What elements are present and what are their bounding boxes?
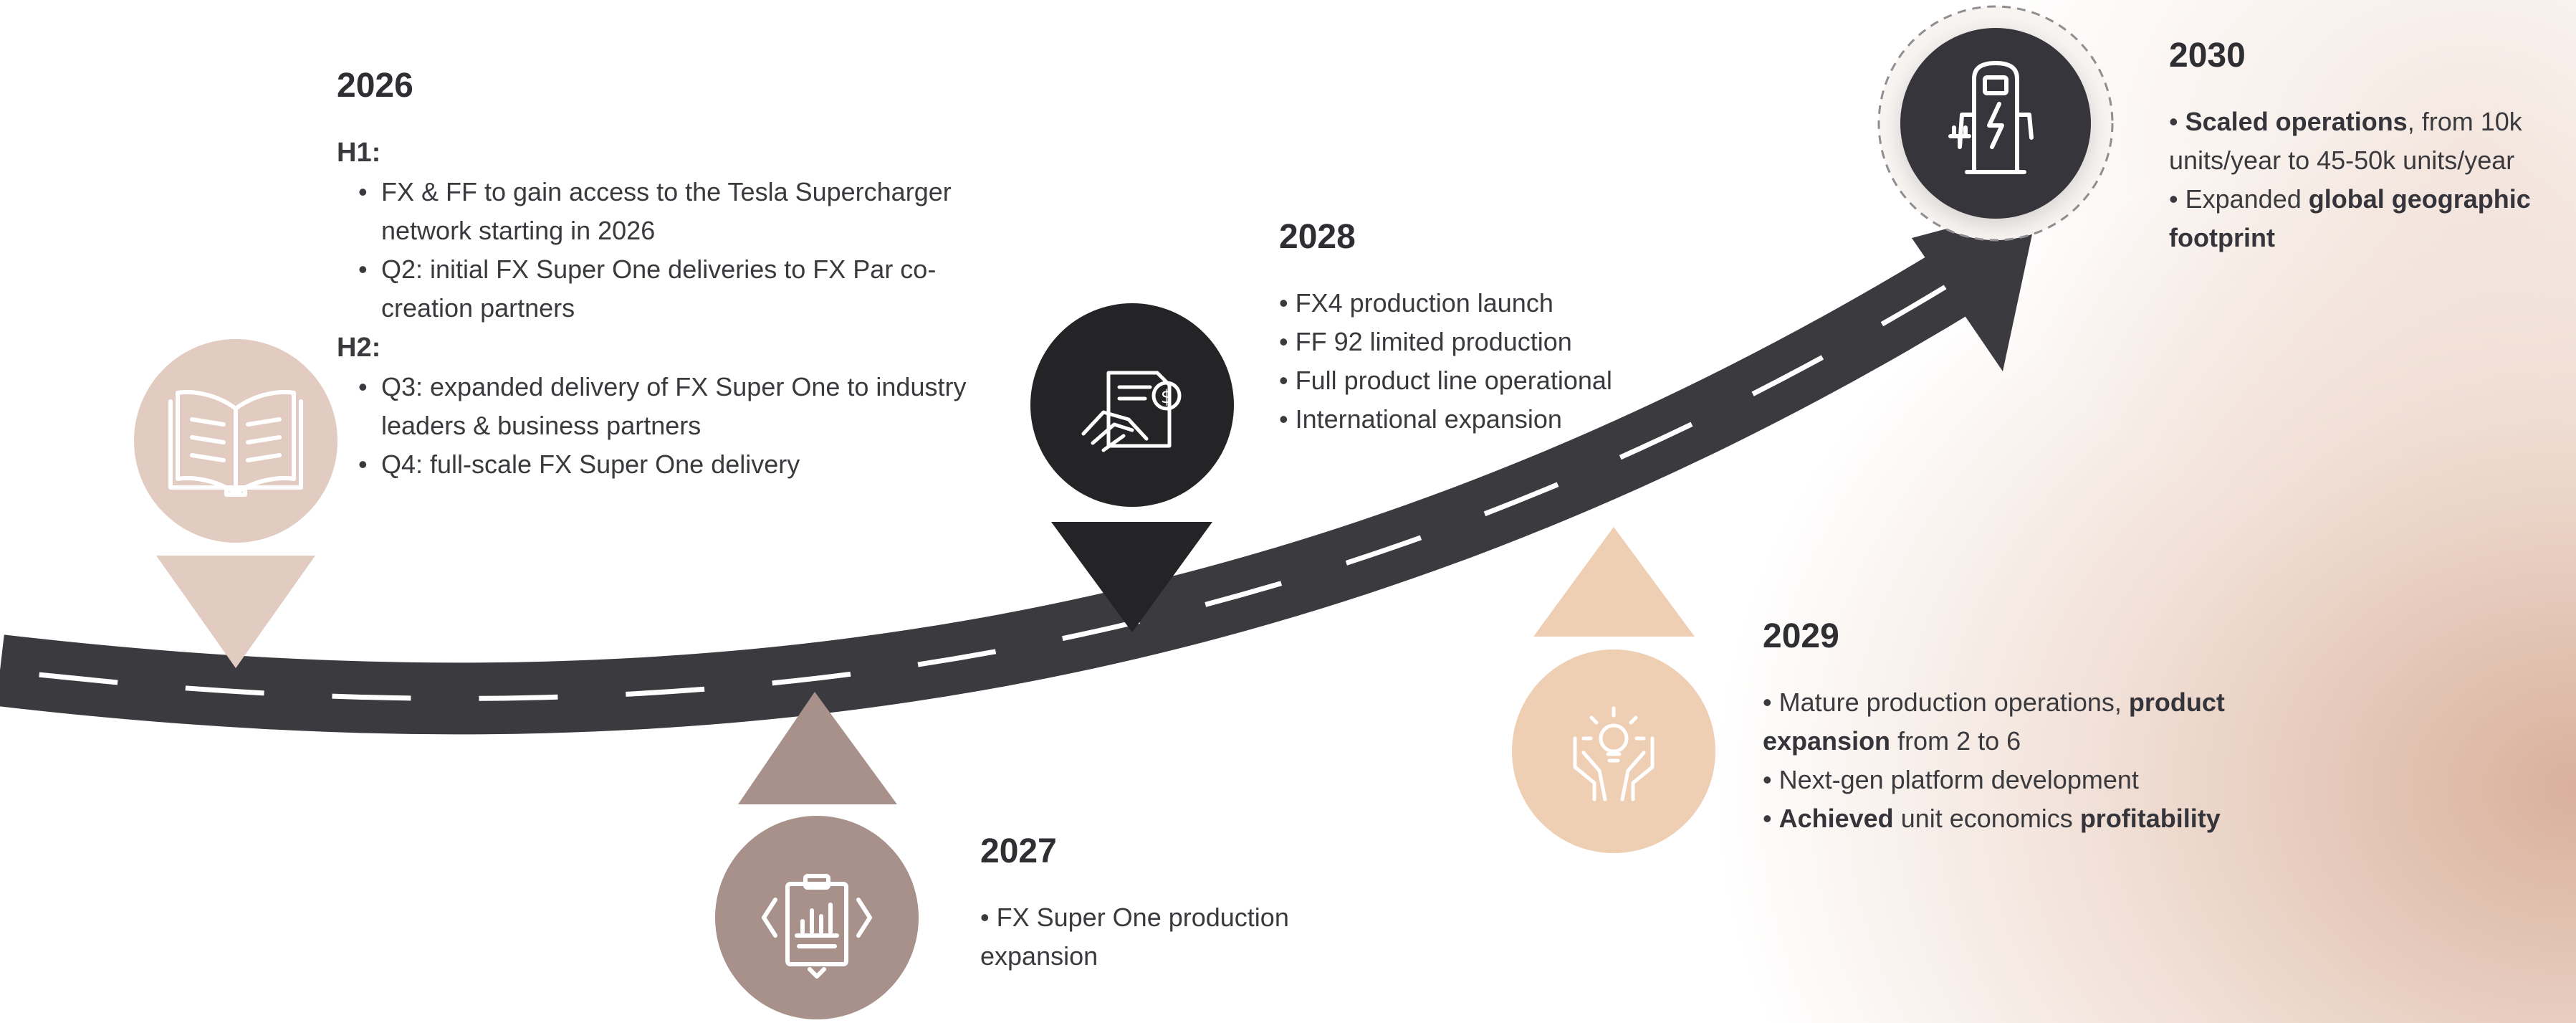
ev-charger-icon (1948, 61, 2034, 174)
list-item: • International expansion (1279, 404, 1562, 434)
pointer-2029 (1533, 527, 1695, 637)
year-2029: 2029 (1763, 617, 1839, 655)
pointer-2028 (1051, 522, 1212, 632)
marker-2029 (1512, 527, 1715, 853)
list-item: • Scaled operations, from 10k units/year… (2169, 107, 2522, 175)
h1-list: FX & FF to gain access to the Tesla Supe… (337, 173, 1010, 328)
milestone-2030-text: 2030 • Scaled operations, from 10k units… (2169, 36, 2570, 257)
milestone-2027-item: • FX Super One production expansion (980, 903, 1289, 971)
pointer-2026 (156, 556, 315, 668)
h2-list: Q3: expanded delivery of FX Super One to… (337, 368, 1010, 484)
half-label-h1: H1: (337, 138, 381, 168)
year-2028: 2028 (1279, 218, 1356, 256)
list-item: • Full product line operational (1279, 366, 1612, 395)
list-item: Q2: initial FX Super One deliveries to F… (358, 250, 969, 328)
year-2026: 2026 (337, 67, 413, 105)
marker-2030 (1877, 5, 2114, 242)
half-label-h2: H2: (337, 333, 381, 363)
svg-text:$: $ (1161, 386, 1173, 408)
list-item: • Mature production operations, product … (1763, 687, 2225, 756)
list-item: • FX4 production launch (1279, 288, 1553, 318)
year-2030: 2030 (2169, 37, 2246, 75)
list-item: • FF 92 limited production (1279, 327, 1572, 356)
hands-lightbulb-icon (1573, 706, 1655, 801)
list-item: • Next-gen platform development (1763, 765, 2139, 794)
list-item: FX & FF to gain access to the Tesla Supe… (358, 173, 969, 250)
milestone-2026-text: 2026 H1: FX & FF to gain access to the T… (337, 66, 1010, 484)
pointer-2027 (738, 692, 897, 804)
milestone-2027-text: 2027 • FX Super One production expansion (980, 832, 1353, 976)
milestone-2028-text: 2028 • FX4 production launch • FF 92 lim… (1279, 217, 1723, 439)
road-lane-markings (0, 274, 1965, 701)
list-item: • Expanded global geographic footprint (2169, 184, 2531, 252)
road-arrowhead (1912, 204, 2039, 371)
open-book-icon (168, 390, 303, 497)
marker-2026 (134, 339, 337, 668)
list-item: Q3: expanded delivery of FX Super One to… (358, 368, 1012, 445)
milestone-2029-text: 2029 • Mature production operations, pro… (1763, 617, 2279, 838)
year-2027: 2027 (980, 832, 1057, 870)
marker-2028: $ (1030, 303, 1234, 632)
circle-2028 (1030, 303, 1234, 507)
marker-2027 (715, 692, 919, 1019)
list-item: • Achieved unit economics profitability (1763, 804, 2221, 833)
list-item: Q4: full-scale FX Super One delivery (358, 445, 1012, 484)
handshake-contract-icon: $ (1081, 371, 1182, 452)
clipboard-chart-icon (762, 874, 872, 979)
circle-2027 (715, 816, 919, 1019)
